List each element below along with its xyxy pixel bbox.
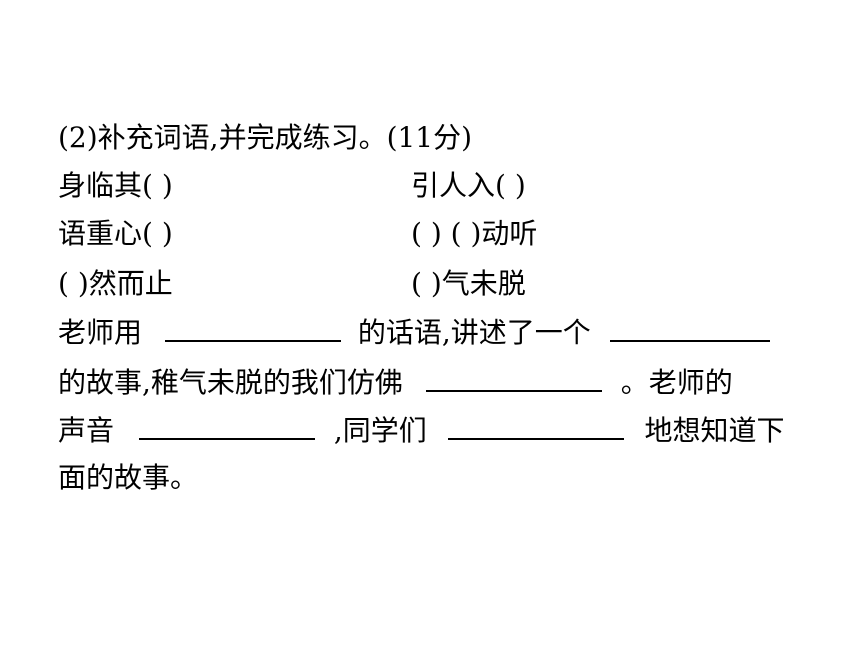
passage-line: 老师用 的话语,讲述了一个: [58, 312, 770, 353]
idiom-row: ( )然而止 ( )气未脱: [58, 264, 526, 304]
passage-text: 。老师的: [620, 366, 733, 399]
idiom-row: 语重心( ) ( ) ( )动听: [58, 214, 537, 254]
answer-blank[interactable]: [447, 410, 624, 440]
answer-blank[interactable]: [138, 410, 315, 440]
idiom-item: 身临其( ): [58, 169, 173, 202]
passage-text: 老师用: [58, 316, 143, 349]
idiom-item: ( )然而止: [58, 267, 173, 300]
question-header: (2)补充词语,并完成练习。(11分): [58, 121, 473, 154]
passage-text: ,同学们: [333, 414, 427, 447]
idiom-row: 身临其( ) 引人入( ): [58, 166, 526, 206]
passage-line: 的故事,稚气未脱的我们仿佛 。老师的: [58, 362, 733, 403]
answer-blank[interactable]: [164, 312, 341, 342]
idiom-item: ( )气未脱: [411, 267, 526, 300]
idiom-item: ( ) ( )动听: [411, 217, 538, 250]
passage-text: 的故事,稚气未脱的我们仿佛: [58, 366, 403, 399]
idiom-item: 语重心( ): [58, 217, 173, 250]
passage-text: 地想知道下: [644, 414, 785, 447]
answer-blank[interactable]: [609, 312, 770, 342]
passage-text: 声音: [58, 414, 115, 447]
answer-blank[interactable]: [425, 362, 602, 392]
idiom-item: 引人入( ): [411, 169, 526, 202]
passage-text: 的话语,讲述了一个: [357, 316, 591, 349]
passage-line: 声音 ,同学们 地想知道下: [58, 410, 785, 451]
passage-text: 面的故事。: [58, 461, 199, 494]
passage-line: 面的故事。: [58, 458, 198, 498]
